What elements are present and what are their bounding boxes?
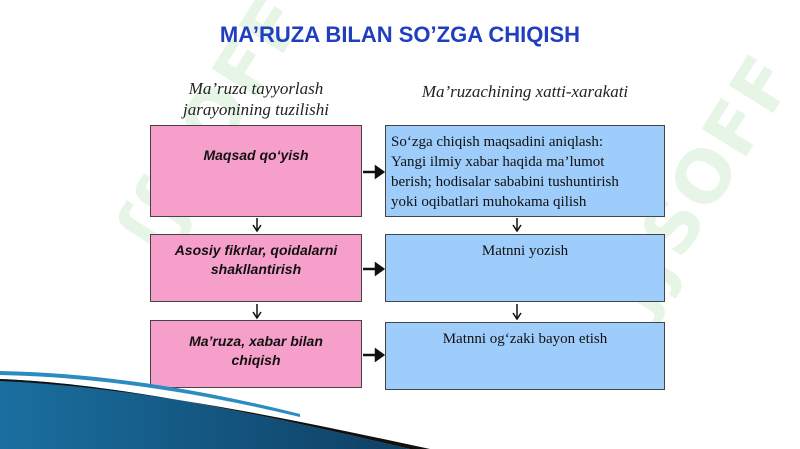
step-box-label: Asosiy fikrlar, qoidalarni shakllantiris… bbox=[151, 241, 361, 279]
action-box-line: Yangi ilmiy xabar haqida ma’lumot bbox=[391, 154, 605, 170]
action-box-line: Matnni yozish bbox=[481, 243, 569, 259]
right-column-header: Ma’ruzachining xatti-xarakati bbox=[421, 82, 629, 101]
action-box-line: berish; hodisalar sababini tushuntirish bbox=[391, 174, 619, 190]
step-box-goal: Maqsad qo‘yish bbox=[150, 125, 362, 217]
page-title: MA’RUZA BILAN SO’ZGA CHIQISH bbox=[219, 22, 581, 47]
left-header-line-2: jarayonining tuzilishi bbox=[183, 100, 329, 119]
arrow-down-icon bbox=[252, 304, 262, 320]
arrow-down-icon bbox=[512, 218, 522, 233]
corner-swoosh-decoration bbox=[0, 371, 430, 449]
step-box-main-ideas: Asosiy fikrlar, qoidalarni shakllantiris… bbox=[150, 234, 362, 302]
action-box-define-goal: So‘zga chiqish maqsadini aniqlash: Yangi… bbox=[385, 125, 665, 217]
action-box-line: Matnni og‘zaki bayon etish bbox=[442, 331, 608, 347]
step-box-presentation: Ma’ruza, xabar bilan chiqish bbox=[150, 320, 362, 388]
action-box-oral-presentation: Matnni og‘zaki bayon etish bbox=[385, 322, 665, 390]
step-box-line: Maqsad qo‘yish bbox=[203, 147, 309, 163]
arrow-right-icon bbox=[363, 164, 386, 180]
step-box-line: Ma’ruza, xabar bilan bbox=[189, 333, 323, 349]
arrow-down-icon bbox=[512, 304, 522, 321]
step-box-line: Asosiy fikrlar, qoidalarni bbox=[174, 242, 338, 258]
step-box-label: Maqsad qo‘yish bbox=[151, 146, 361, 165]
action-box-write-text: Matnni yozish bbox=[385, 234, 665, 302]
step-box-line: chiqish bbox=[231, 352, 281, 368]
action-box-text: Matnni og‘zaki bayon etish bbox=[386, 329, 664, 349]
action-box-line: So‘zga chiqish maqsadini aniqlash: bbox=[391, 134, 604, 150]
step-box-line: shakllantirish bbox=[210, 261, 302, 277]
arrow-down-icon bbox=[252, 218, 262, 233]
action-box-line: yoki oqibatlari muhokama qilish bbox=[391, 194, 587, 210]
left-column-header: Ma’ruza tayyorlash jarayonining tuzilish… bbox=[150, 78, 362, 120]
action-box-text: Matnni yozish bbox=[386, 241, 664, 261]
step-box-label: Ma’ruza, xabar bilan chiqish bbox=[151, 332, 361, 370]
left-header-line-1: Ma’ruza tayyorlash bbox=[188, 79, 324, 98]
arrow-right-icon bbox=[363, 261, 386, 277]
action-box-text: So‘zga chiqish maqsadini aniqlash: Yangi… bbox=[391, 132, 619, 212]
arrow-right-icon bbox=[363, 347, 386, 363]
